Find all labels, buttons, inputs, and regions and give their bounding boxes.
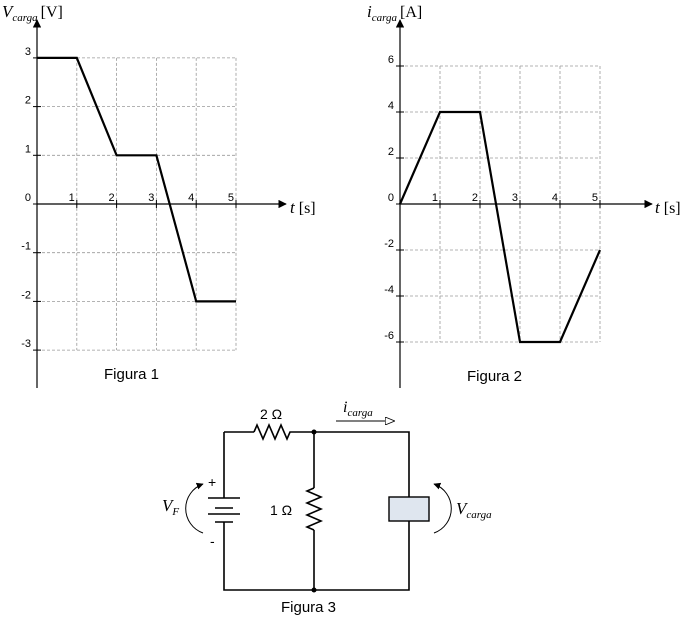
series-line	[37, 56, 236, 303]
node-bottom	[311, 587, 317, 593]
figure-caption: Figura 1	[104, 366, 159, 383]
y-axis-label: icarga[A]	[367, 2, 422, 24]
x-axis-label: t[s]	[290, 198, 316, 217]
y-tick-label: -2	[21, 289, 31, 301]
x-tick-label: 4	[188, 192, 194, 204]
y-tick-label: 2	[388, 146, 394, 158]
current-label: icarga	[343, 399, 373, 419]
load-box	[388, 496, 430, 522]
figure-caption: Figura 3	[281, 599, 336, 616]
y-tick-label: 6	[388, 54, 394, 66]
circuit-diagram: 2 Ω 1 Ω + - VF Vcarga icarga Figura 3	[162, 399, 492, 616]
y-tick-label: -6	[384, 330, 394, 342]
x-tick-label: 5	[592, 192, 598, 204]
y-tick-label: 1	[25, 143, 31, 155]
wire-bottom	[223, 521, 410, 591]
load-voltage-arrow	[433, 482, 452, 534]
resistor-series-label: 2 Ω	[260, 406, 282, 422]
source-voltage-label: VF	[162, 496, 179, 518]
y-tick-label: 2	[25, 95, 31, 107]
series-line	[398, 110, 602, 344]
tick-labels: 3 2 1 0 -1 -2 -3 1 2 3 4 5	[21, 46, 237, 351]
battery-plus: +	[208, 474, 216, 490]
x-tick-label: 1	[69, 192, 75, 204]
y-tick-label: -4	[384, 284, 394, 296]
x-tick-label: 4	[552, 192, 558, 204]
y-axis-label: Vcarga[V]	[2, 2, 63, 24]
wire-top-right	[292, 431, 410, 497]
y-tick-label: 0	[25, 192, 31, 204]
resistor-shunt	[304, 487, 324, 531]
y-tick-label: 0	[388, 192, 394, 204]
y-tick-label: -3	[21, 338, 31, 350]
load-voltage-label: Vcarga	[456, 499, 492, 521]
voltage-chart: 3 2 1 0 -1 -2 -3 1 2 3 4 5 Vcarga[V] t[s] Figura 1	[2, 2, 316, 388]
y-tick-label: -1	[21, 241, 31, 253]
y-tick-label: -2	[384, 238, 394, 250]
battery-minus: -	[210, 533, 215, 549]
y-tick-label: 4	[388, 100, 394, 112]
x-tick-label: 1	[432, 192, 438, 204]
resistor-shunt-label: 1 Ω	[270, 502, 292, 518]
node-top	[311, 429, 317, 435]
y-tick-label: 3	[25, 46, 31, 58]
x-tick-label: 2	[108, 192, 114, 204]
current-chart: 6 4 2 0 -2 -4 -6 1 2 3 4 5 icarga[A] t[s] Figura 2	[367, 2, 681, 388]
resistor-series	[253, 422, 292, 442]
x-tick-label: 5	[228, 192, 234, 204]
figure-caption: Figura 2	[467, 368, 522, 385]
source-voltage-arrow	[185, 482, 204, 534]
x-tick-label: 2	[472, 192, 478, 204]
tick-labels: 6 4 2 0 -2 -4 -6 1 2 3 4 5	[384, 54, 601, 343]
x-tick-label: 3	[512, 192, 518, 204]
x-tick-label: 3	[148, 192, 154, 204]
x-axis-label: t[s]	[655, 198, 681, 217]
